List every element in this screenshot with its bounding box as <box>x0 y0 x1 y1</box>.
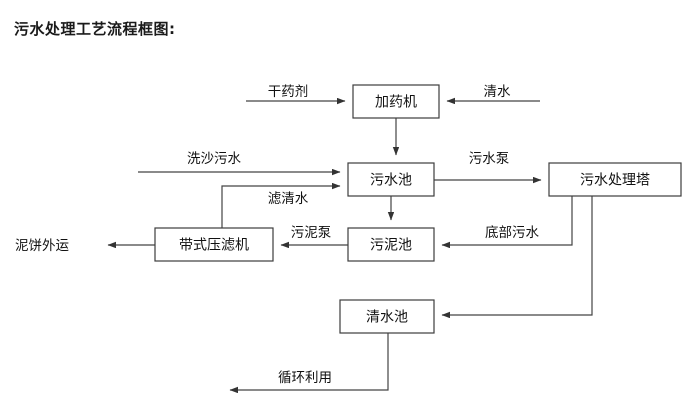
node-sludge-pool-box[interactable] <box>347 227 435 262</box>
node-dosing-machine-label: 加药机 <box>375 95 417 111</box>
edge-label-sewage-pump: 污水泵 <box>469 151 510 167</box>
edge-label-bottom-sewage: 底部污水 <box>485 225 539 241</box>
node-belt-filter-press[interactable]: 带式压滤机 <box>154 227 274 262</box>
edge-label-sludge-pump: 污泥泵 <box>291 225 332 241</box>
node-sludge-pool[interactable]: 污泥池 <box>347 227 435 262</box>
node-dosing-machine[interactable]: 加药机 <box>352 84 440 119</box>
edge-treatment-tower-to-clear-water-pool <box>441 196 593 319</box>
edge-filtered-water-to-wastewater-pool <box>221 182 341 228</box>
node-clear-water-pool[interactable]: 清水池 <box>339 299 435 334</box>
node-wastewater-pool-box[interactable] <box>347 162 435 197</box>
edge-label-dry-chemical: 干药剂 <box>268 84 309 100</box>
node-dosing-machine-box[interactable] <box>352 84 440 119</box>
node-belt-filter-press-box[interactable] <box>154 227 274 262</box>
node-belt-filter-press-label: 带式压滤机 <box>179 238 249 254</box>
edge-label-clean-water: 清水 <box>484 84 511 100</box>
node-treatment-tower[interactable]: 污水处理塔 <box>548 162 682 197</box>
edge-label-filtered-water: 滤清水 <box>268 191 309 207</box>
edge-label-sand-wash-sewage: 洗沙污水 <box>187 151 241 167</box>
edge-bottom-sewage-to-sludge-pool <box>441 196 573 249</box>
node-clear-water-pool-box[interactable] <box>339 299 435 334</box>
node-treatment-tower-box[interactable] <box>548 162 682 197</box>
page-title: 污水处理工艺流程框图: <box>14 20 176 38</box>
edge-label-recycle-reuse: 循环利用 <box>278 370 332 386</box>
terminal-label-mud-cake-out: 泥饼外运 <box>15 238 69 254</box>
node-clear-water-pool-label: 清水池 <box>366 310 408 326</box>
node-sludge-pool-label: 污泥池 <box>370 238 412 254</box>
edge-clear-water-pool-to-recycle <box>229 333 389 394</box>
node-wastewater-pool-label: 污水池 <box>370 173 412 189</box>
node-wastewater-pool[interactable]: 污水池 <box>347 162 435 197</box>
node-treatment-tower-label: 污水处理塔 <box>580 173 650 189</box>
